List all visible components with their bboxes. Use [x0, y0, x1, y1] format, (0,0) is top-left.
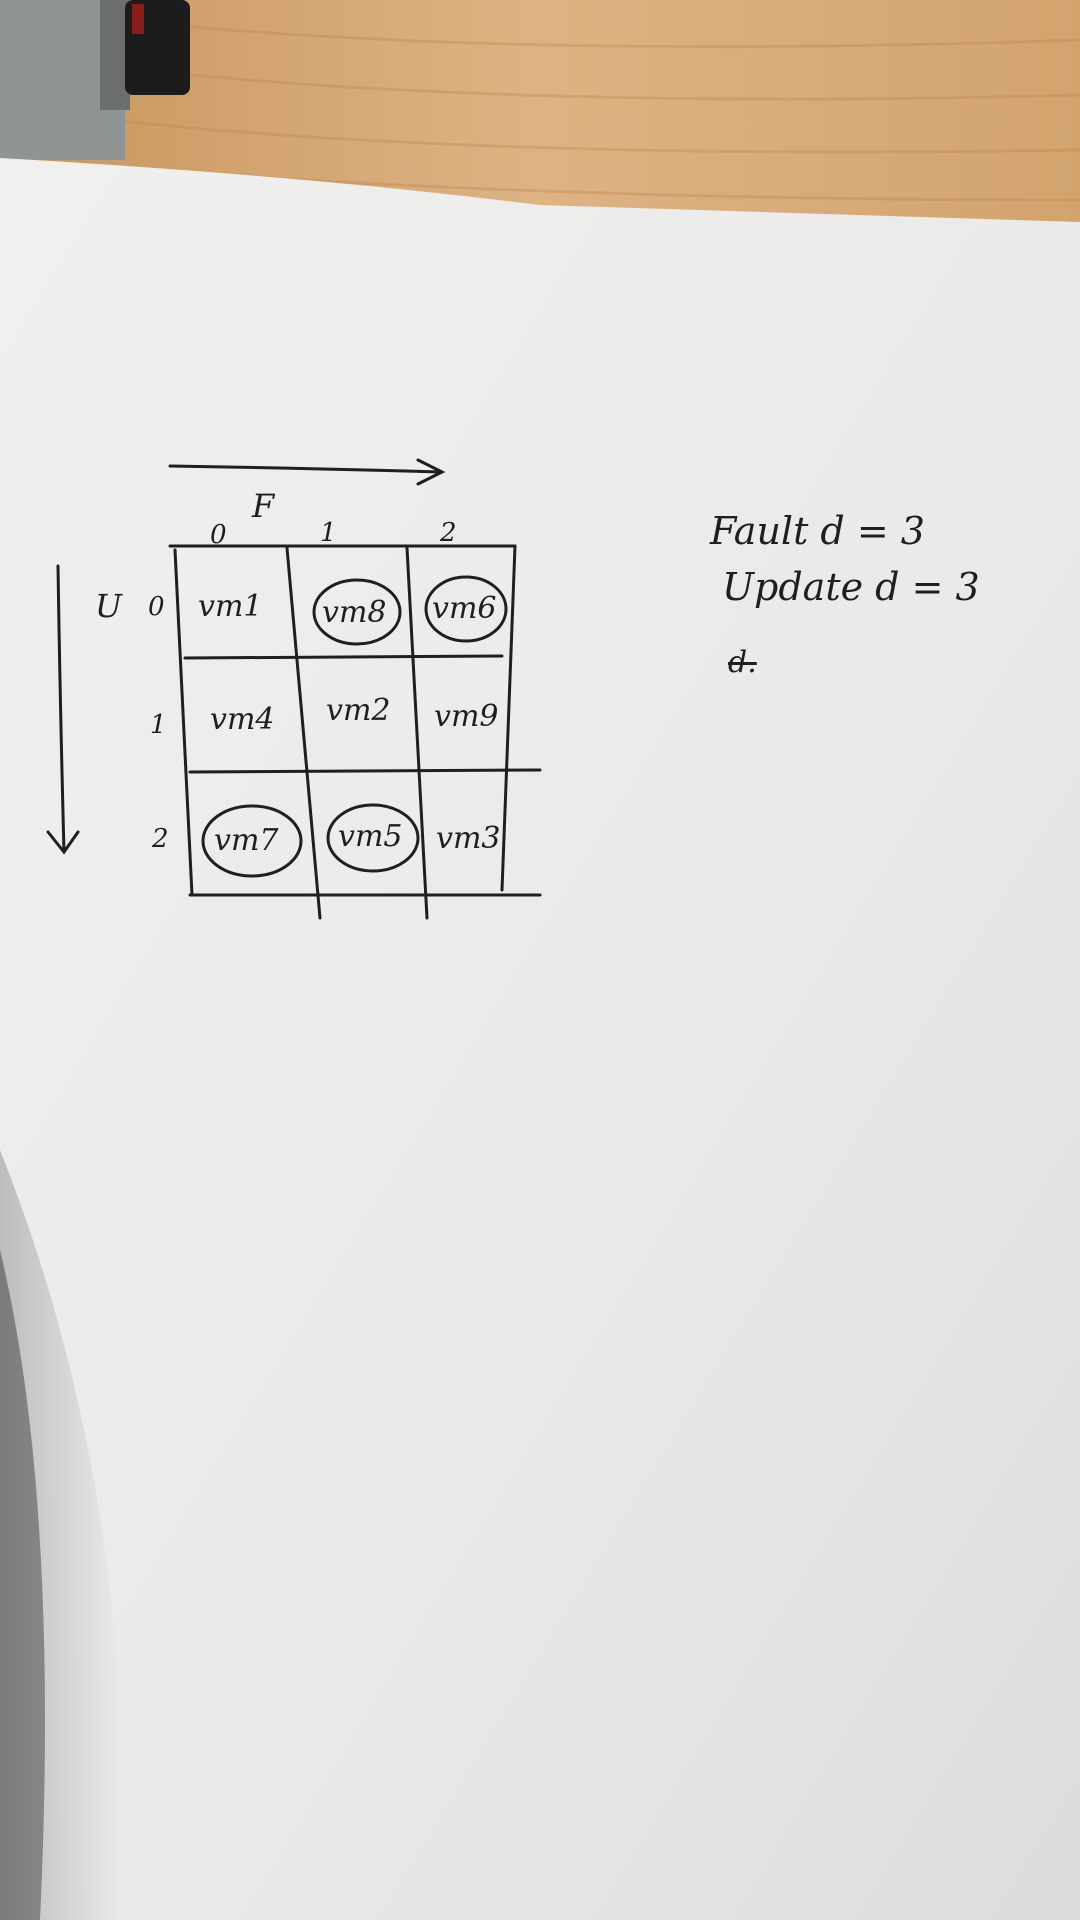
row-index-0: 0 — [148, 592, 165, 622]
paper-sheet — [0, 158, 1080, 1920]
column-index-0: 0 — [210, 520, 227, 550]
grid-lines — [168, 544, 542, 920]
row-index-1: 1 — [150, 710, 167, 740]
grid-cell-r2-c1: vm5 — [338, 819, 403, 854]
grid-cell-r0-c2: vm6 — [432, 591, 497, 626]
grid-cell-r1-c2: vm9 — [434, 699, 499, 734]
grid-cell-r1-c0: vm4 — [210, 702, 275, 737]
grid-cell-r2-c2: vm3 — [436, 821, 501, 856]
note-update: Update d = 3 — [722, 565, 980, 609]
grid-cell-r0-c0: vm1 — [198, 589, 263, 624]
axis-f-label: F — [252, 487, 275, 525]
grid-cell-r1-c1: vm2 — [326, 693, 391, 728]
axis-arrows — [46, 458, 446, 855]
grid-cell-r2-c0: vm7 — [214, 823, 279, 858]
column-index-2: 2 — [440, 518, 457, 548]
grid-cell-r0-c1: vm8 — [322, 595, 387, 630]
note-crossed-mark: d. — [728, 645, 757, 680]
axis-u-label: U — [95, 587, 122, 625]
row-index-2: 2 — [152, 824, 169, 854]
device-corner — [0, 0, 190, 160]
circled-cells — [201, 575, 508, 878]
note-fault: Fault d = 3 — [710, 509, 925, 553]
column-index-1: 1 — [320, 518, 337, 548]
